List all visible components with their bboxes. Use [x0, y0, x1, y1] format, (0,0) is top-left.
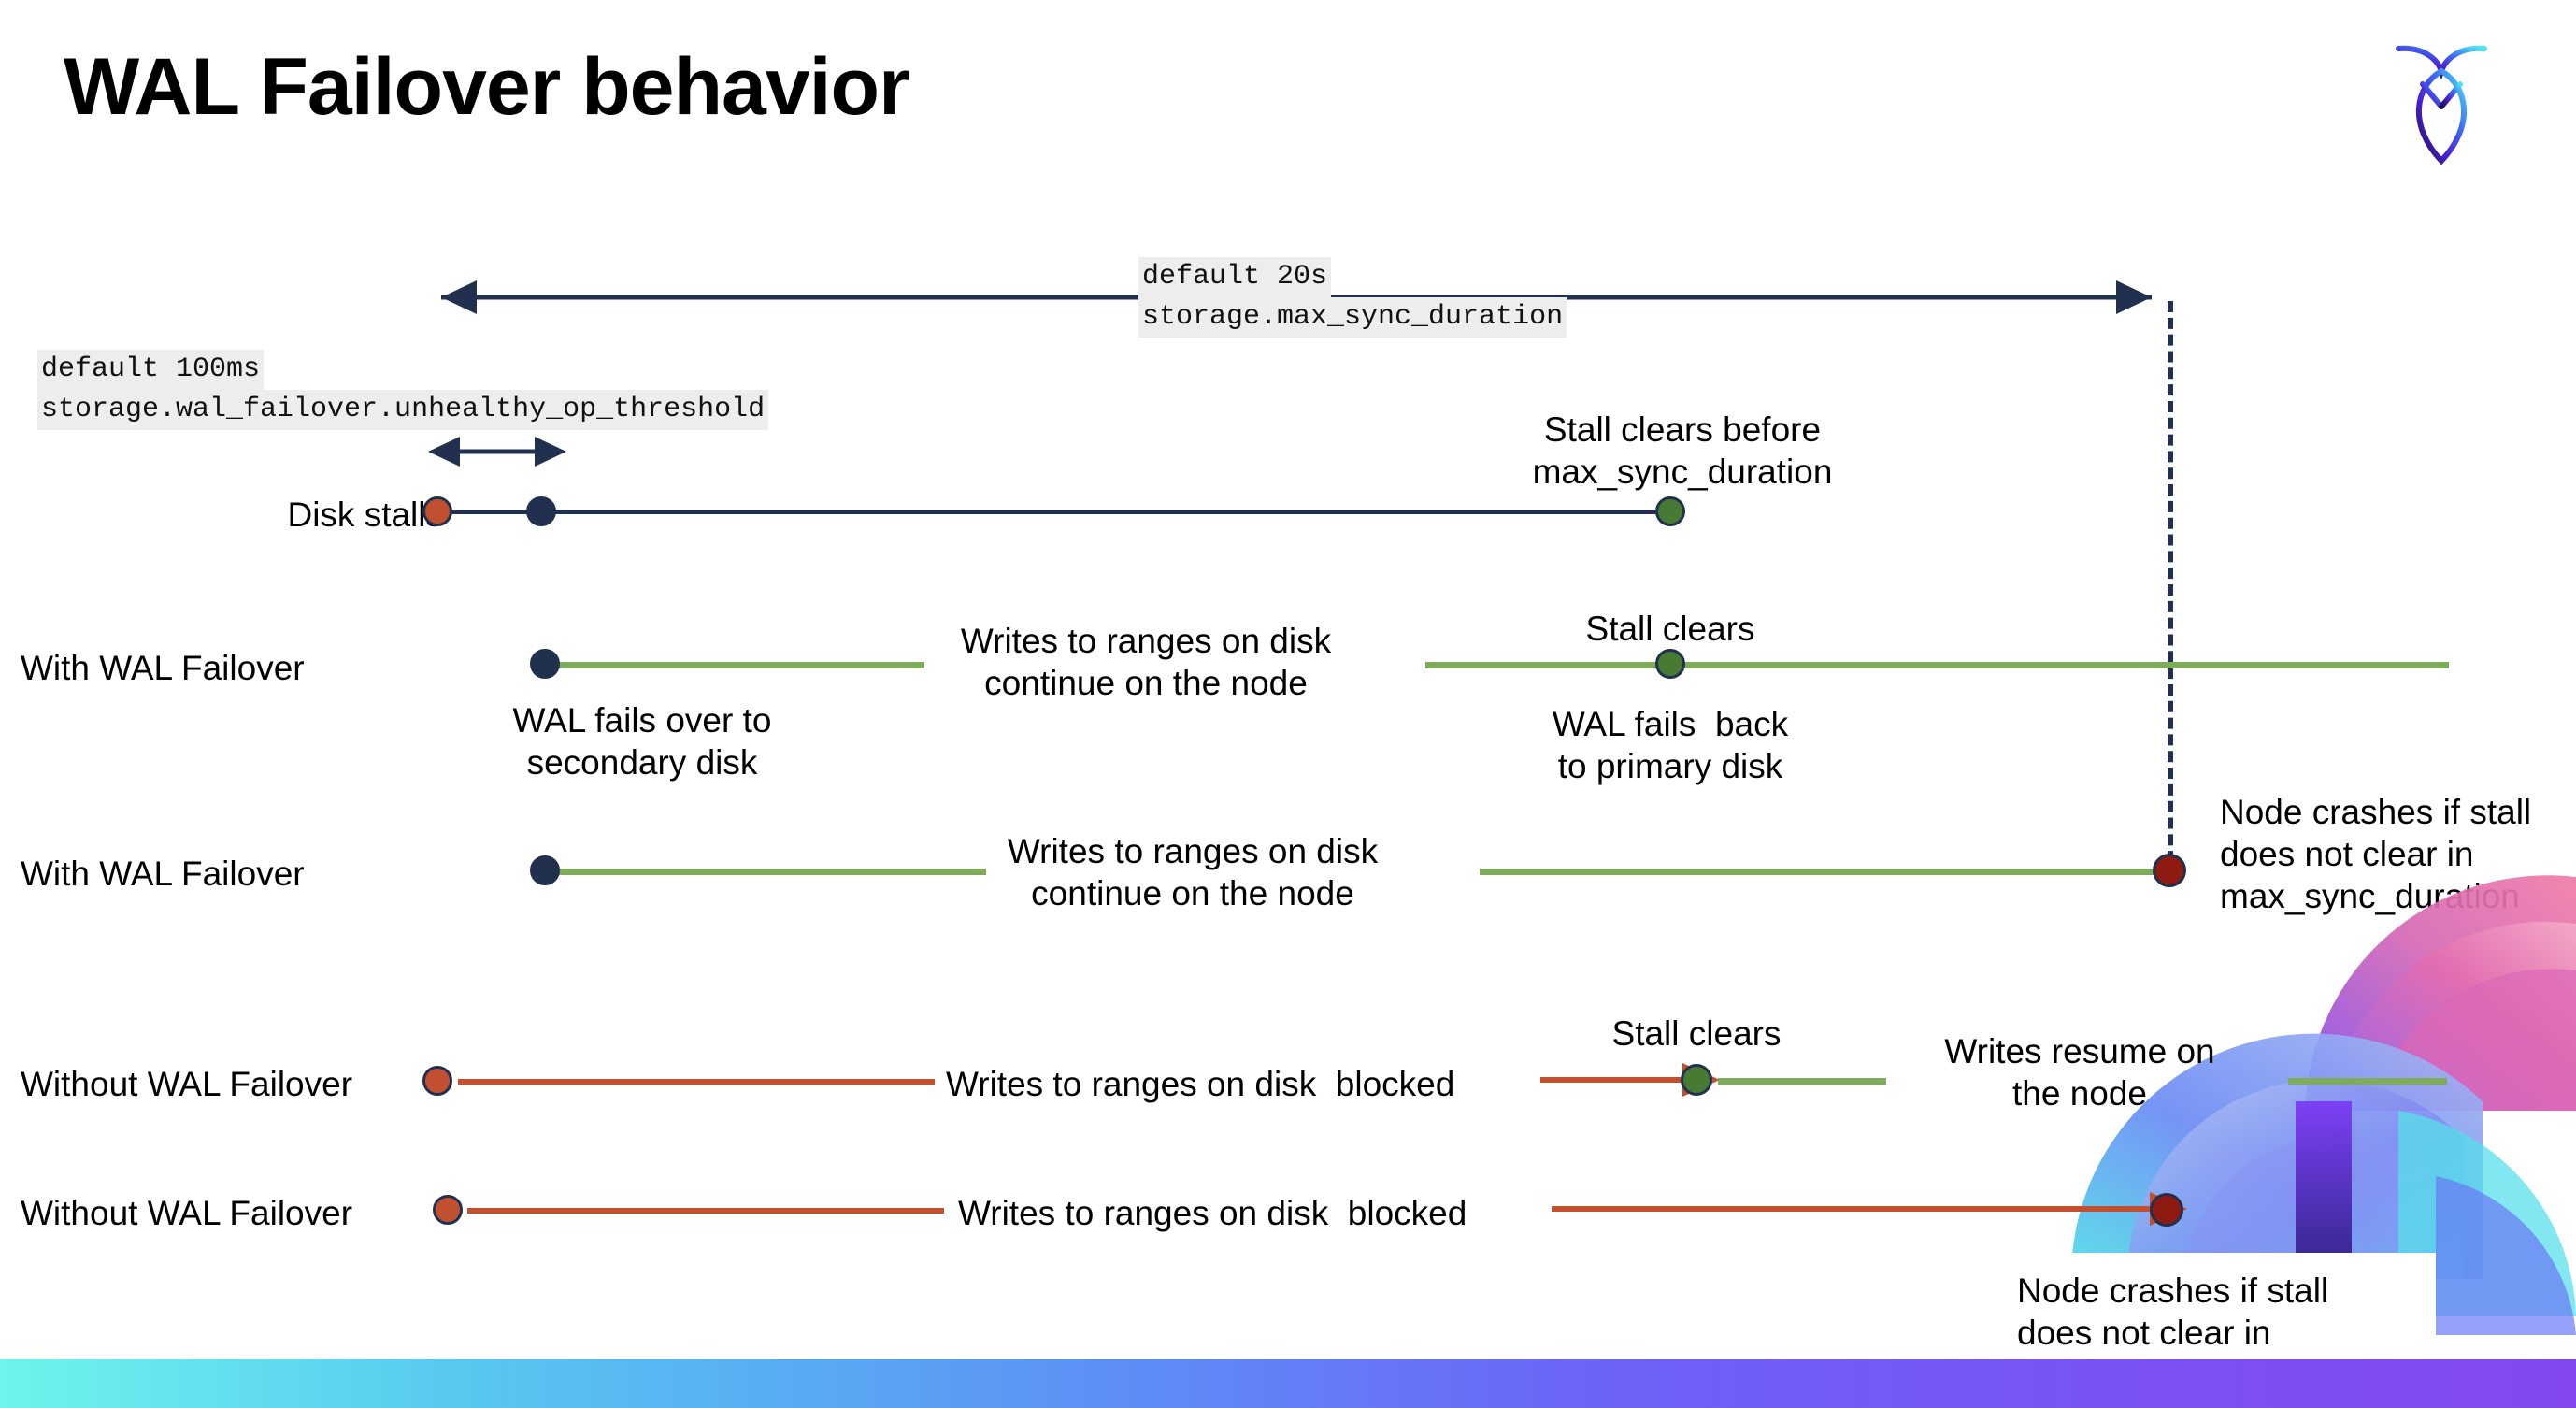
without-failover-resume-timeline-1b — [2288, 1078, 2447, 1085]
without-failover-blocked-timeline-1 — [458, 1079, 935, 1085]
node-crash-marker-1 — [2153, 854, 2186, 887]
disk-stall-start-marker-3 — [433, 1195, 463, 1225]
wal-failover-trigger-marker — [526, 496, 556, 526]
without-failover-resume-timeline-1 — [1718, 1078, 1886, 1085]
disk-stalls-timeline — [439, 510, 1673, 514]
note-writes-blocked-2: Writes to ranges on disk blocked — [958, 1194, 1467, 1232]
row-label-with-wal-failover-2: With WAL Failover — [21, 855, 305, 893]
with-failover-timeline-left-2 — [547, 869, 986, 875]
node-crash-marker-2 — [2150, 1193, 2183, 1227]
note-stall-clears-1: Stall clears — [1585, 610, 1755, 648]
disk-stall-start-marker-2 — [422, 1066, 452, 1096]
note-stall-clears-2: Stall clears — [1611, 1014, 1782, 1053]
cockroachdb-logo — [2385, 28, 2497, 168]
with-failover-timeline-left-1 — [547, 662, 924, 668]
row-label-disk-stalls: Disk stalls — [287, 496, 443, 534]
row-label-with-wal-failover-1: With WAL Failover — [21, 649, 305, 687]
disk-stall-clears-marker — [1655, 496, 1685, 526]
wal-failover-start-marker-1 — [530, 649, 560, 679]
unhealthy-threshold-default: default 100ms — [37, 350, 265, 390]
note-writes-blocked-1: Writes to ranges on disk blocked — [946, 1065, 1455, 1103]
page-title: WAL Failover behavior — [64, 42, 910, 132]
max-sync-duration-setting: storage.max_sync_duration — [1138, 297, 1567, 338]
stall-clears-marker-2 — [1681, 1064, 1712, 1096]
max-sync-duration-guide-line — [2168, 301, 2173, 879]
row-label-without-wal-failover-1: Without WAL Failover — [21, 1065, 353, 1103]
bottom-gradient-bar — [0, 1359, 2576, 1408]
without-failover-blocked-timeline-2 — [467, 1208, 944, 1214]
disk-stall-start-marker — [422, 496, 452, 526]
unhealthy-threshold-setting: storage.wal_failover.unhealthy_op_thresh… — [37, 390, 769, 430]
with-failover-timeline-right-1 — [1425, 662, 2449, 668]
max-sync-duration-default: default 20s — [1138, 257, 1332, 297]
wal-failover-start-marker-2 — [530, 855, 560, 885]
with-failover-timeline-right-2 — [1480, 869, 2171, 875]
without-failover-blocked-arrow-2 — [1552, 1192, 2187, 1226]
row-label-without-wal-failover-2: Without WAL Failover — [21, 1194, 353, 1232]
unhealthy-threshold-arrow — [428, 437, 566, 467]
stall-clears-marker-1 — [1655, 649, 1685, 679]
